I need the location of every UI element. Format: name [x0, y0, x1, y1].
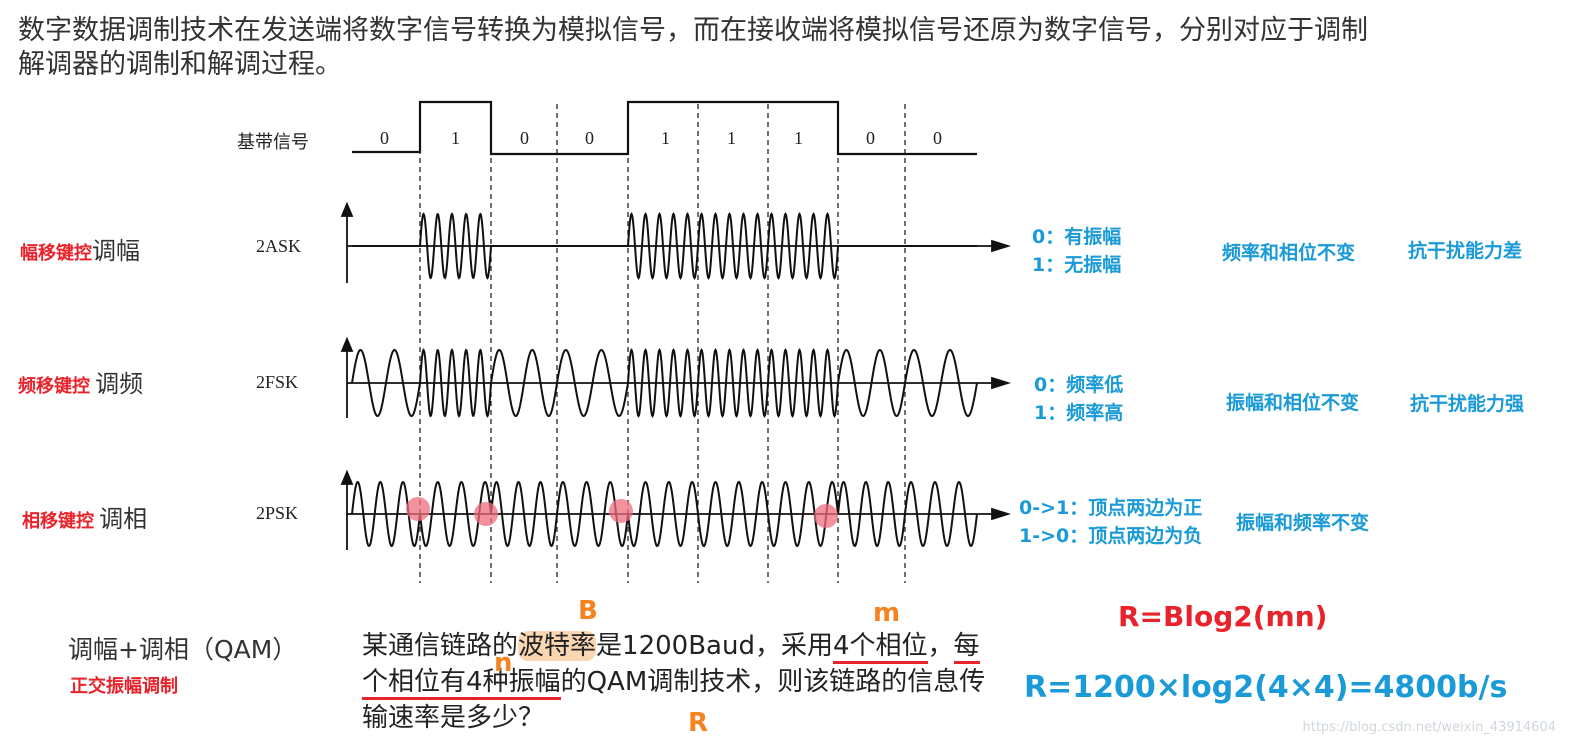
annotation-b: B [578, 596, 598, 626]
fsk-title: 频移键控 调频 [18, 364, 143, 399]
phase-marker [406, 497, 430, 521]
baseband-signal [352, 100, 977, 156]
bit-label: 0 [380, 128, 389, 148]
question-part: 某通信链路的 [362, 631, 519, 661]
general-formula: R=Blog2(mn) [1118, 600, 1328, 633]
psk-invariant: 振幅和频率不变 [1236, 512, 1370, 534]
bit-label: 0 [866, 128, 875, 148]
phase-marker [474, 502, 498, 526]
intro-line-2: 解调器的调制和解调过程。 [18, 49, 342, 80]
bit-label: 1 [727, 128, 736, 148]
qam-label: 调幅+调相（QAM） [68, 635, 298, 664]
question-part: 的QAM调制技术，则该链路的信息传输速率是多少？ [362, 667, 986, 733]
bit-label: 1 [451, 128, 460, 148]
phase-count-underline: 4个相位 [832, 631, 928, 664]
phase-marker [609, 499, 633, 523]
phase-marker [814, 504, 838, 528]
fsk-waveform [351, 348, 978, 418]
fsk-black-label: 调频 [95, 370, 144, 398]
baud-rate-highlight: 波特率 [518, 631, 597, 661]
watermark: https://blog.csdn.net/weixin_43914604 [1302, 720, 1556, 735]
question-part: ， [927, 631, 954, 661]
result-formula: R=1200×log2(4×4)=4800b/s [1024, 670, 1508, 705]
ask-robustness: 抗干扰能力差 [1408, 240, 1523, 262]
ask-rule-1: 1：无振幅 [1032, 254, 1122, 276]
intro-text: 数字数据调制技术在发送端将数字信号转换为模拟信号，而在接收端将模拟信号还原为数字… [18, 14, 1368, 82]
psk-waveform [351, 480, 978, 548]
ask-invariant: 频率和相位不变 [1222, 242, 1356, 264]
bit-label: 1 [661, 128, 670, 148]
annotation-n: n [494, 648, 513, 678]
bit-label: 0 [520, 128, 529, 148]
ask-rule-0: 0：有振幅 [1032, 226, 1122, 248]
qam-sublabel: 正交振幅调制 [70, 676, 178, 697]
ask-black-label: 调幅 [92, 237, 140, 265]
ask-waveform [352, 212, 977, 280]
question-text: 某通信链路的波特率是1200Baud，采用4个相位，每个相位有4种振幅的QAM调… [362, 628, 1002, 736]
bit-label: 0 [585, 128, 594, 148]
ask-red-label: 幅移键控 [20, 243, 92, 264]
psk-code: 2PSK [256, 503, 299, 523]
fsk-rule-1: 1：频率高 [1034, 402, 1124, 424]
bit-label: 1 [794, 128, 803, 148]
psk-black-label: 调相 [99, 505, 148, 533]
ask-code: 2ASK [256, 236, 302, 256]
bit-label: 0 [933, 128, 942, 148]
annotation-r: R [688, 708, 709, 738]
question-part: 是1200Baud，采用 [596, 631, 833, 661]
fsk-code: 2FSK [256, 372, 299, 392]
phase-change-markers [406, 497, 838, 528]
ask-title: 幅移键控调幅 [20, 231, 140, 266]
per-phase-underline: 每个相位有 [362, 631, 980, 700]
amplitude-count-underline: 4种振幅 [466, 667, 561, 700]
baseband-label: 基带信号 [237, 132, 309, 152]
fsk-red-label: 频移键控 [18, 376, 90, 397]
psk-rule-0: 0->1：顶点两边为正 [1019, 497, 1203, 519]
annotation-m: m [873, 598, 901, 628]
psk-rule-1: 1->0：顶点两边为负 [1019, 525, 1203, 547]
psk-red-label: 相移键控 [22, 511, 94, 532]
fsk-robustness: 抗干扰能力强 [1410, 393, 1525, 415]
intro-line-1: 数字数据调制技术在发送端将数字信号转换为模拟信号，而在接收端将模拟信号还原为数字… [18, 15, 1368, 46]
fsk-invariant: 振幅和相位不变 [1226, 392, 1360, 414]
fsk-rule-0: 0：频率低 [1034, 374, 1124, 396]
psk-title: 相移键控 调相 [22, 499, 147, 534]
